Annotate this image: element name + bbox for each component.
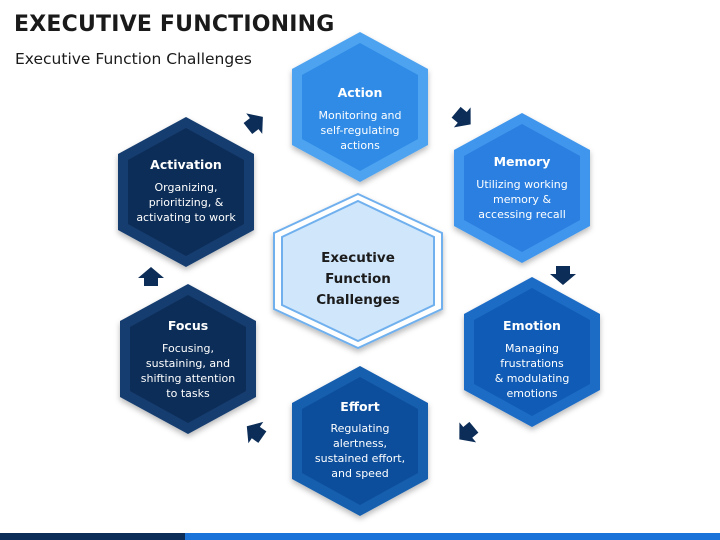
arrow-effort-to-focus [239, 415, 270, 448]
hex-activation: Activation Organizing, prioritizing, & a… [118, 117, 254, 267]
hex-effort-line-4: and speed [331, 467, 388, 480]
hex-memory: Memory Utilizing working memory & access… [454, 113, 590, 263]
hex-action-line-2: self-regulating [321, 124, 400, 137]
hex-activation-line-1: Organizing, [154, 181, 217, 194]
bottom-bar-blue-segment [185, 533, 720, 540]
hex-emotion-line-4: emotions [506, 387, 557, 400]
arrow-emotion-to-effort [450, 417, 483, 450]
hex-memory-title: Memory [494, 154, 551, 169]
hex-focus: Focus Focusing, sustaining, and shifting… [120, 284, 256, 434]
hex-action-line-1: Monitoring and [318, 109, 401, 122]
hex-activation-title: Activation [150, 157, 222, 172]
hex-effort-line-3: sustained effort, [315, 452, 405, 465]
center-line-2: Function [325, 271, 391, 287]
center-hexagon-fill [281, 199, 435, 343]
hex-emotion: Emotion Managing frustrations & modulati… [464, 277, 600, 427]
hex-emotion-line-3: & modulating [495, 372, 570, 385]
hex-action-line-3: actions [340, 139, 380, 152]
center-line-1: Executive [321, 250, 395, 266]
hex-memory-line-3: accessing recall [478, 208, 566, 221]
arrow-action-to-memory [447, 102, 480, 135]
hex-memory-line-2: memory & [493, 193, 551, 206]
center-line-3: Challenges [316, 292, 400, 308]
hex-focus-line-2: sustaining, and [146, 357, 230, 370]
hex-emotion-line-1: Managing [505, 342, 559, 355]
arrow-activation-to-action [239, 106, 271, 139]
hex-activation-line-2: prioritizing, & [149, 196, 224, 209]
bottom-accent-bar [0, 533, 720, 540]
hex-focus-title: Focus [168, 318, 208, 333]
center-hexagon: Executive Function Challenges [273, 192, 443, 350]
hex-emotion-line-2: frustrations [500, 357, 564, 370]
arrow-focus-to-activation [138, 267, 164, 286]
hex-emotion-title: Emotion [503, 318, 561, 333]
hex-action-title: Action [338, 85, 383, 100]
hex-focus-line-4: to tasks [166, 387, 210, 400]
hex-activation-line-3: activating to work [136, 211, 236, 224]
hex-effort-title: Effort [340, 399, 379, 414]
page-title: EXECUTIVE FUNCTIONING [14, 12, 335, 37]
page-subtitle: Executive Function Challenges [15, 50, 252, 68]
arrow-memory-to-emotion [550, 266, 576, 285]
hex-action: Action Monitoring and self-regulating ac… [292, 32, 428, 182]
hex-effort: Effort Regulating alertness, sustained e… [292, 366, 428, 516]
hex-effort-line-2: alertness, [333, 437, 387, 450]
hex-effort-line-1: Regulating [331, 422, 390, 435]
bottom-bar-dark-segment [0, 533, 185, 540]
hex-focus-line-3: shifting attention [141, 372, 235, 385]
hex-memory-line-1: Utilizing working [476, 178, 567, 191]
hex-focus-line-1: Focusing, [162, 342, 214, 355]
